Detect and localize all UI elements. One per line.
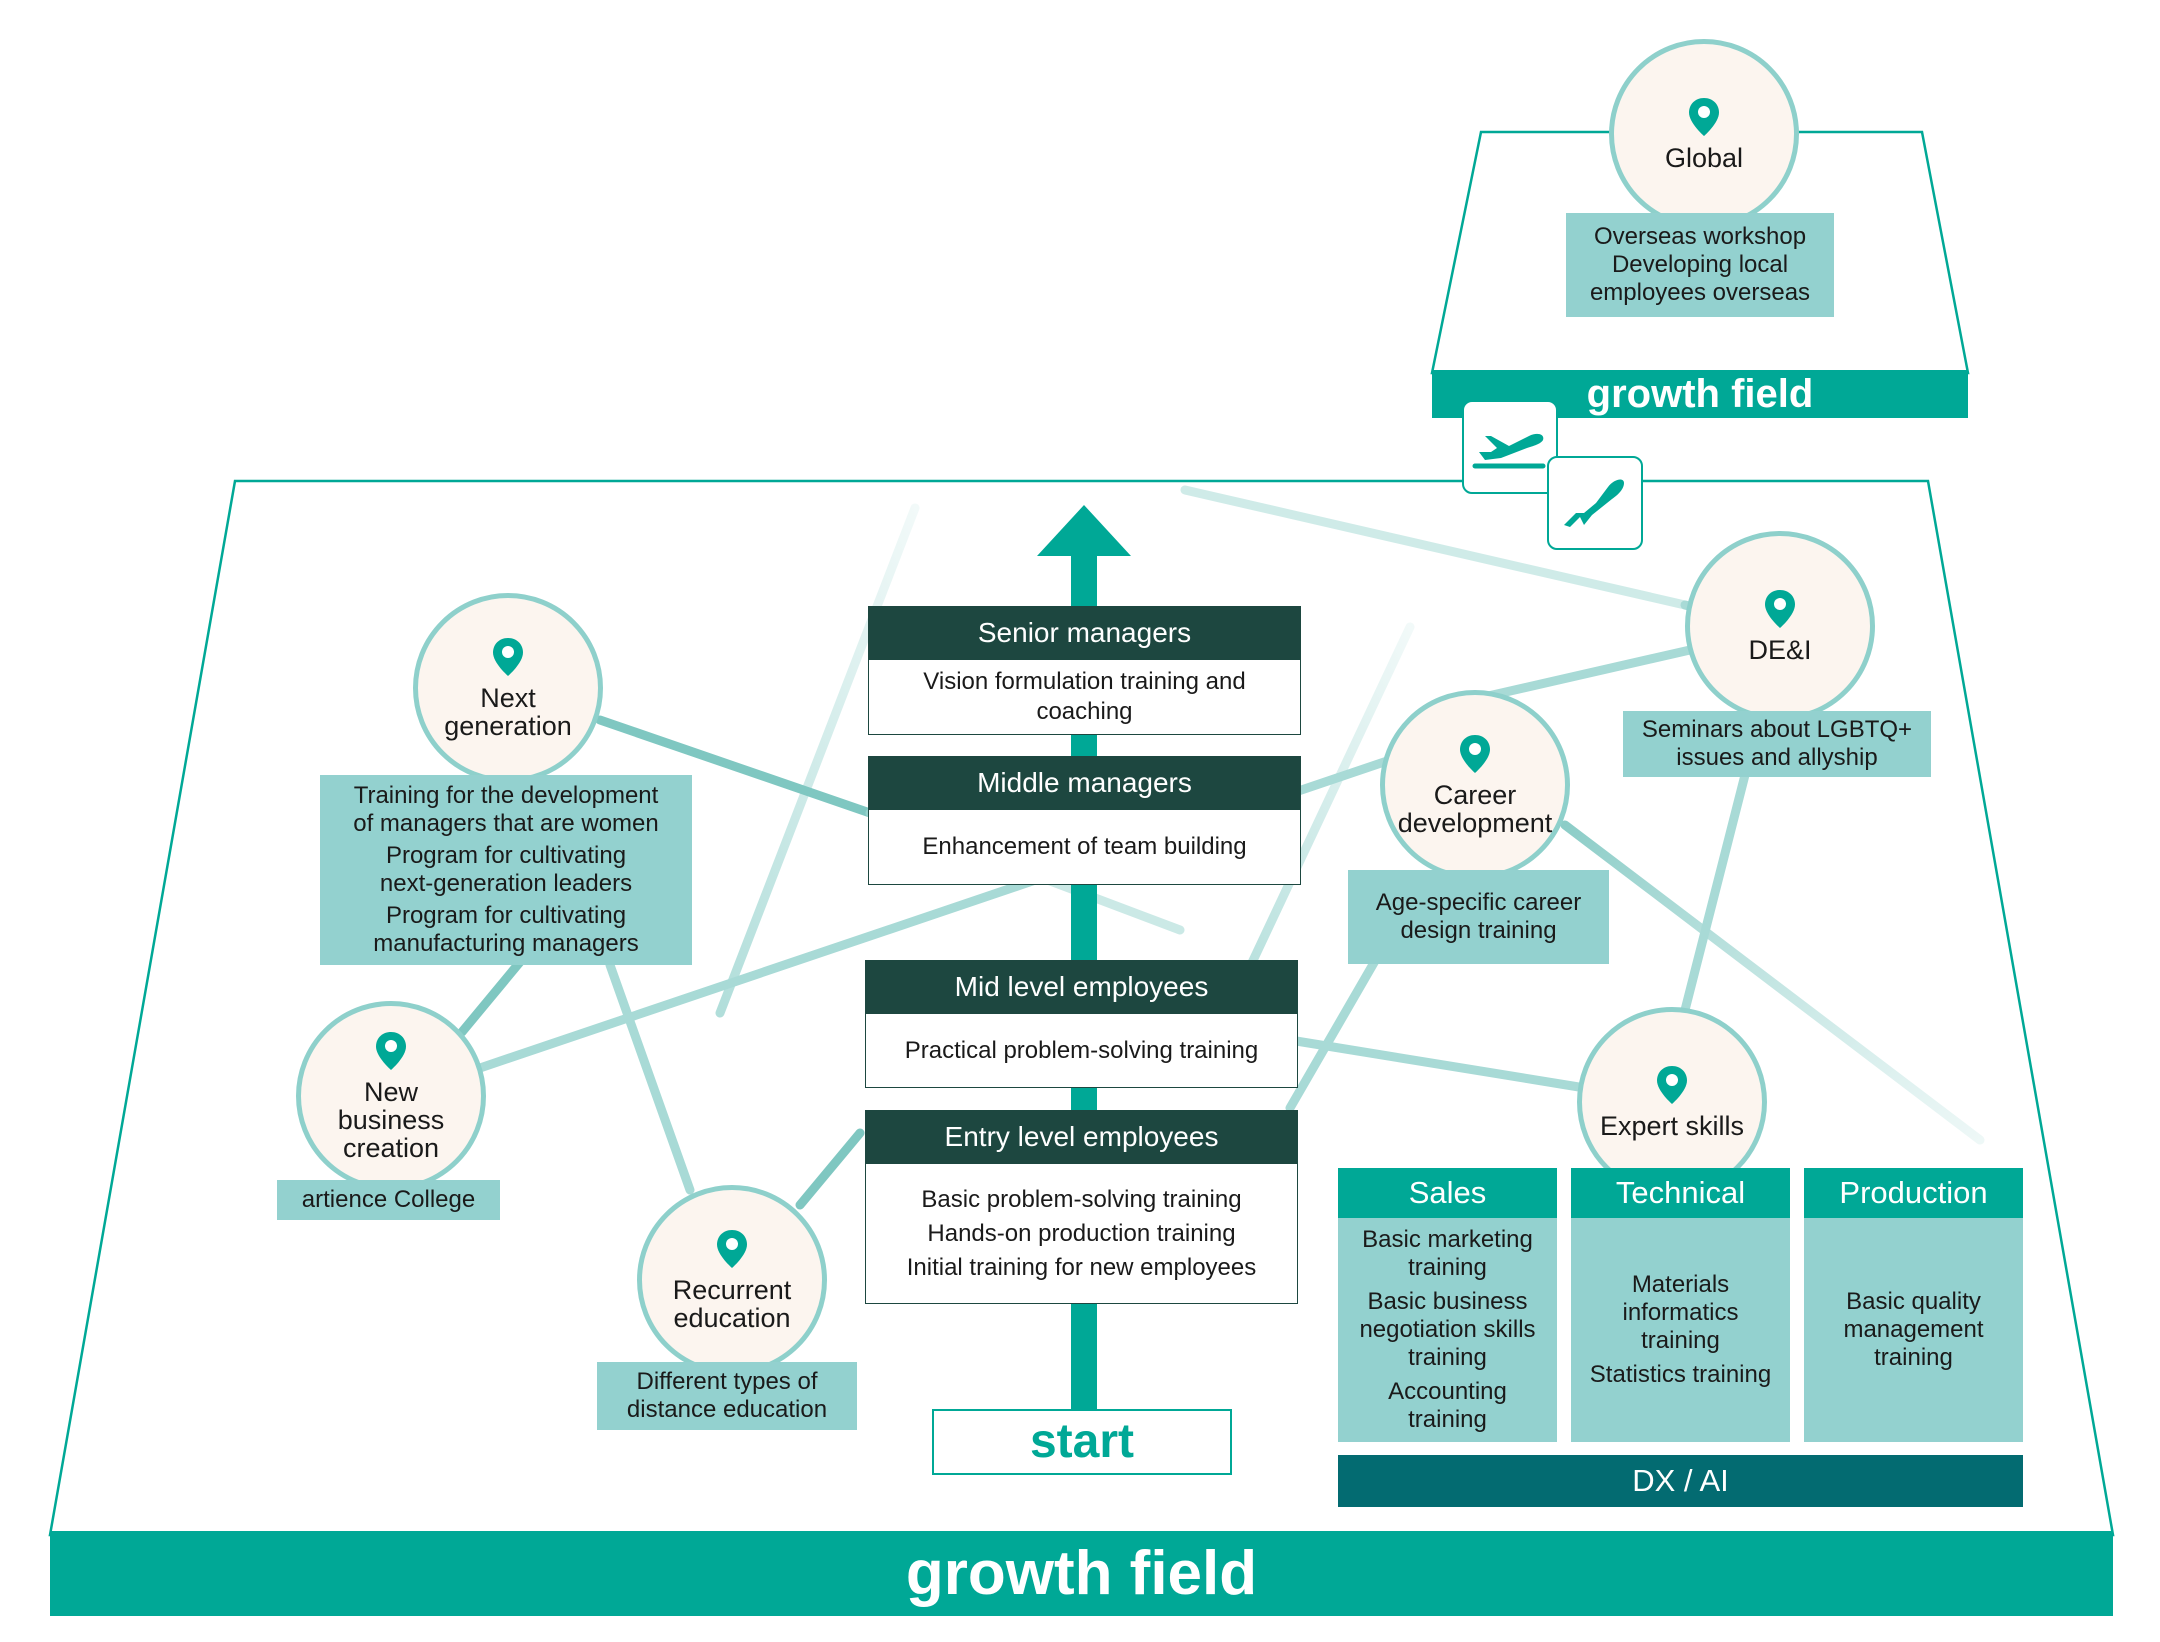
skill-technical-title: Technical [1571,1168,1790,1218]
info-item: issues and allyship [1676,744,1878,771]
skill-sales-body: Basic marketing training Basic business … [1338,1218,1557,1442]
main-growth-field-banner: growth field [50,1531,2113,1616]
skill-sales-title: Sales [1338,1168,1557,1218]
info-item: Overseas workshop [1593,223,1807,250]
info-item: Age-specific career [1375,889,1582,916]
skill-technical-body: Materials informatics training Statistic… [1571,1218,1790,1442]
node-recurrent-education: Recurrent education [637,1185,827,1375]
info-item: artience College [301,1186,476,1213]
node-label: New business creation [337,1077,445,1163]
ladder-mid-level-title: Mid level employees [865,960,1298,1014]
ladder-item: Enhancement of team building [922,833,1247,860]
skill-item: management [1843,1316,1984,1343]
skill-item: negotiation skills [1359,1316,1536,1343]
ladder-item: Basic problem-solving training [921,1185,1242,1213]
ladder-item: Practical problem-solving training [904,1036,1259,1064]
node-label: Global [1664,143,1744,173]
map-pin-icon [1689,98,1719,136]
ladder-item: coaching [1036,698,1133,725]
map-pin-icon [717,1230,747,1268]
info-item: Training for the development [353,782,659,809]
ladder-item: Vision formulation training and [923,668,1246,695]
ladder-middle-managers-title: Middle managers [868,756,1301,810]
next-generation-info-box: Training for the development of managers… [320,775,692,965]
info-item: manufacturing managers [373,930,639,957]
info-item: employees overseas [1589,279,1811,306]
info-item: Program for cultivating [385,842,627,869]
skill-item: Basic business [1367,1288,1528,1315]
info-item: Seminars about LGBTQ+ [1641,716,1913,743]
global-info-box: Overseas workshop Developing local emplo… [1566,213,1834,317]
info-item: next-generation leaders [379,870,633,897]
info-item: distance education [626,1396,828,1423]
main-field-outline [48,479,2115,1537]
ladder-item: Hands-on production training [927,1219,1236,1247]
map-pin-icon [376,1032,406,1070]
node-global: Global [1609,39,1799,229]
skill-item: training [1408,1406,1487,1433]
node-expert-skills: Expert skills [1577,1007,1767,1197]
ladder-senior-managers-title: Senior managers [868,606,1301,660]
node-dei: DE&I [1685,531,1875,721]
skill-item: training [1408,1344,1487,1371]
node-label: DE&I [1748,635,1812,665]
info-item: Developing local [1611,251,1789,278]
map-pin-icon [493,638,523,676]
skill-item: Basic quality [1846,1288,1981,1315]
dei-info-box: Seminars about LGBTQ+ issues and allyshi… [1623,711,1931,777]
start-box: start [932,1409,1232,1475]
ladder-arrow-head [1037,505,1131,556]
map-pin-icon [1460,735,1490,773]
skill-item: informatics [1622,1299,1739,1326]
node-label: Next generation [444,683,572,741]
node-next-generation: Next generation [413,593,603,783]
skill-item: training [1641,1327,1720,1354]
ladder-entry-level-body: Basic problem-solving training Hands-on … [865,1164,1298,1304]
map-pin-icon [1657,1066,1687,1104]
info-item: Program for cultivating [385,902,627,929]
info-item: design training [1400,917,1557,944]
ladder-senior-managers-body: Vision formulation training and coaching [868,660,1301,735]
skill-item: Accounting [1388,1378,1507,1405]
dx-ai-bar: DX / AI [1338,1455,2023,1507]
skill-item: Basic marketing [1362,1226,1533,1253]
skill-item: Materials [1631,1271,1730,1298]
new-business-info-box: artience College [277,1180,500,1220]
career-development-info-box: Age-specific career design training [1348,870,1609,964]
node-label: Career development [1397,780,1553,838]
ladder-middle-managers-body: Enhancement of team building [868,810,1301,885]
skill-production-body: Basic quality management training [1804,1218,2023,1442]
ladder-entry-level-title: Entry level employees [865,1110,1298,1164]
info-item: Different types of [636,1368,818,1395]
skill-item: training [1408,1254,1487,1281]
map-pin-icon [1765,590,1795,628]
node-career-development: Career development [1380,690,1570,880]
ladder-mid-level-body: Practical problem-solving training [865,1014,1298,1088]
node-label: Recurrent education [672,1275,792,1333]
node-label: Expert skills [1599,1111,1745,1141]
skill-item: Statistics training [1589,1361,1772,1388]
airplane-takeoff-icon [1462,400,1558,494]
airplane-landing-icon [1547,456,1643,550]
skill-production-title: Production [1804,1168,2023,1218]
ladder-item: Initial training for new employees [906,1253,1257,1281]
recurrent-education-info-box: Different types of distance education [597,1362,857,1430]
info-item: of managers that are women [353,810,659,837]
skill-item: training [1874,1344,1953,1371]
node-new-business-creation: New business creation [296,1001,486,1191]
